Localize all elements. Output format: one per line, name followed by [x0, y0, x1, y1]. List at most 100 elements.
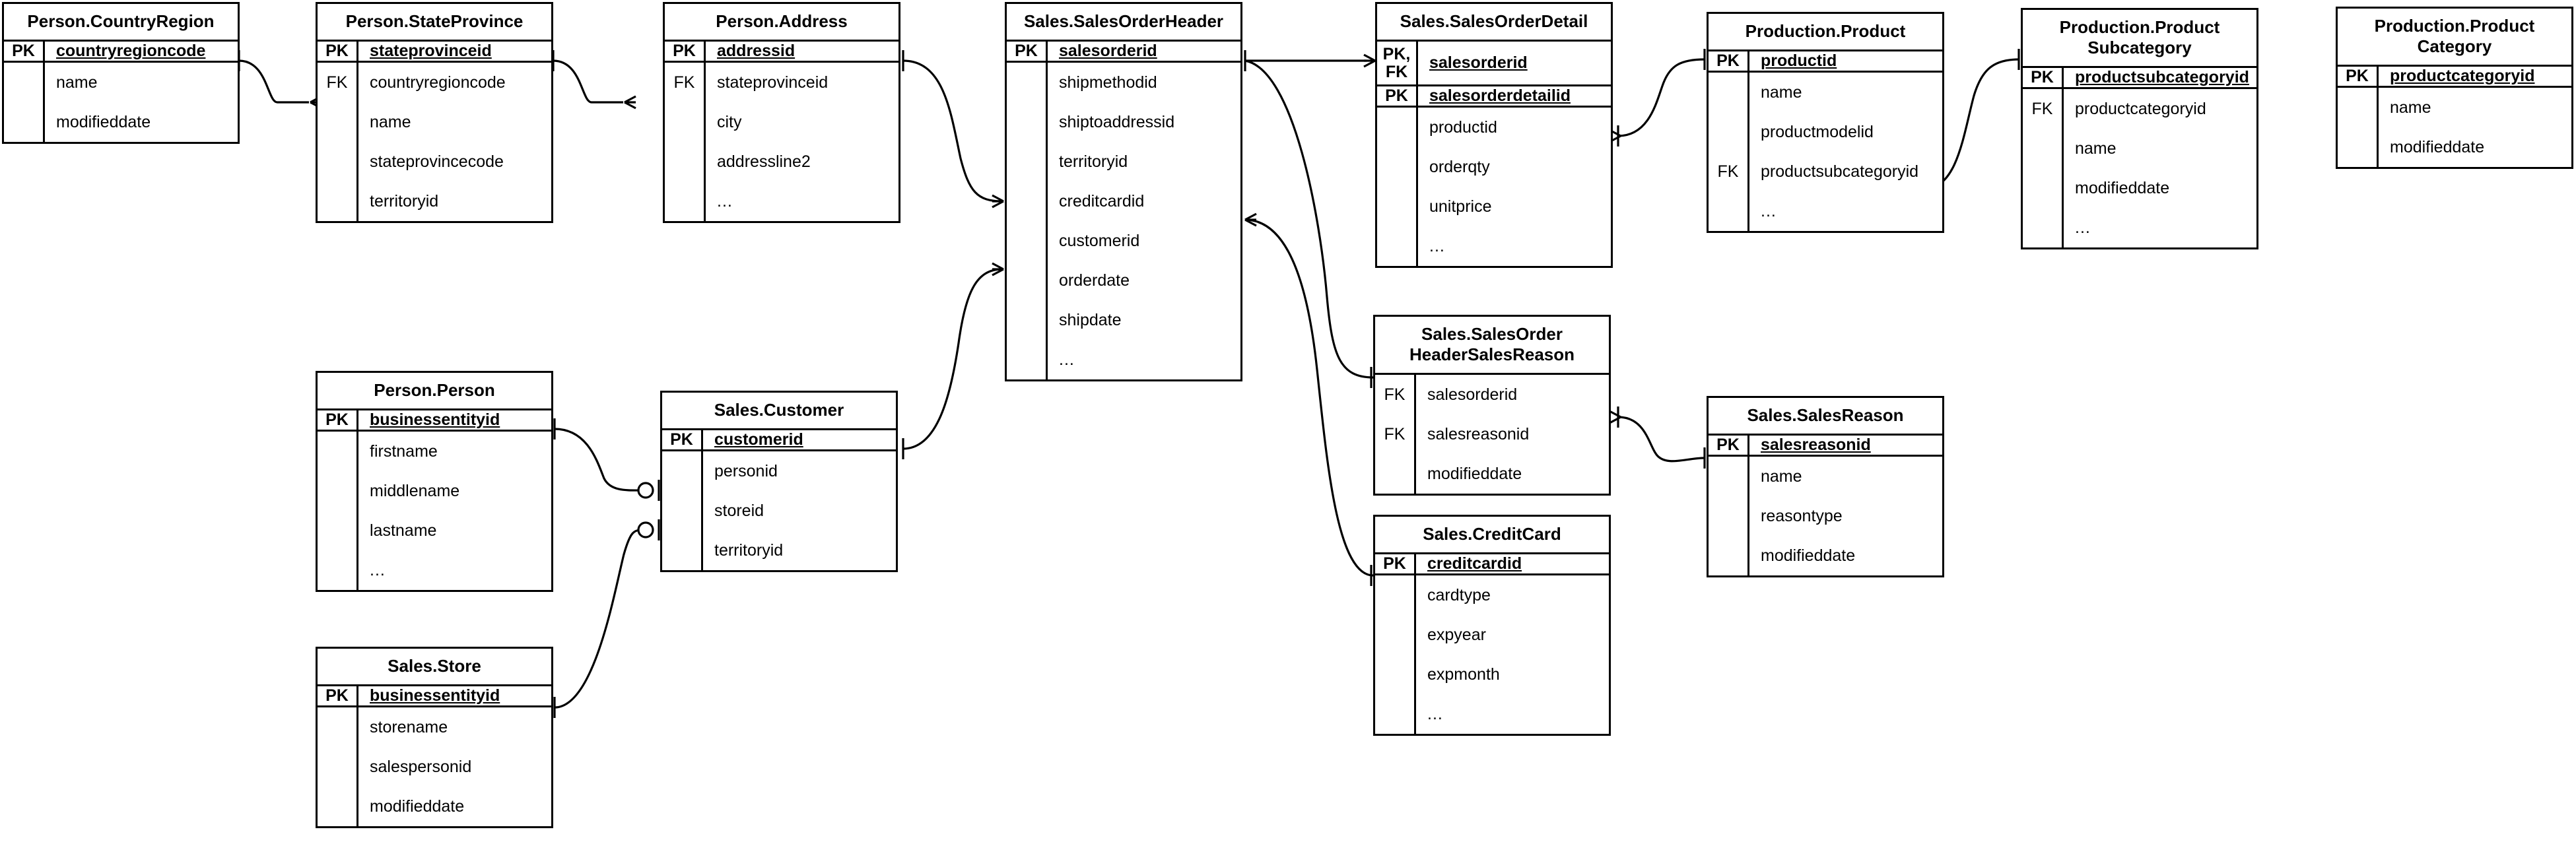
attribute-name: territoryid — [1059, 152, 1128, 171]
key-badge — [318, 707, 356, 747]
key-badge: FK — [1717, 162, 1739, 181]
key-column: FK — [1709, 73, 1749, 231]
attribute-name: reasontype — [1761, 506, 1843, 525]
key-badge — [318, 747, 356, 787]
attribute-name: name — [2390, 98, 2431, 117]
name-column: name reasontype modifieddate — [1749, 457, 1942, 575]
key-badge — [1007, 340, 1046, 379]
entity-sales-creditcard[interactable]: Sales.CreditCard PK creditcardid cardtyp… — [1373, 515, 1611, 736]
name-column: productcategoryid name modifieddate ... — [2064, 89, 2256, 247]
attribute-name: unitprice — [1429, 197, 1492, 216]
attribute-name: modifieddate — [2390, 137, 2485, 156]
attribute-name: modifieddate — [56, 112, 151, 131]
attribute-name: city — [717, 112, 742, 131]
entity-person-stateprovince[interactable]: Person.StateProvince PK stateprovinceid … — [316, 2, 553, 223]
attribute-name: modifieddate — [370, 797, 465, 816]
attribute-name: name — [1761, 82, 1802, 102]
name-column: name modifieddate — [45, 63, 238, 142]
attribute-name: countryregioncode — [56, 42, 206, 60]
key-badge — [318, 142, 356, 181]
attribute-block: FK countryregioncode name stateprovincec… — [318, 63, 551, 221]
key-badge — [1709, 73, 1747, 112]
attribute-name: creditcardid — [1059, 191, 1145, 211]
attribute-name: storename — [370, 717, 448, 736]
attribute-name: expmonth — [1427, 665, 1500, 684]
key-badge — [4, 63, 43, 102]
attribute-name: ... — [2075, 218, 2091, 237]
key-column — [318, 432, 358, 590]
attribute-name: modifieddate — [1761, 546, 1856, 565]
entity-sales-store[interactable]: Sales.Store PK businessentityid storenam… — [316, 647, 553, 828]
key-badge: PK — [2338, 67, 2379, 86]
key-badge — [1007, 221, 1046, 261]
attribute-name: stateprovinceid — [717, 73, 829, 92]
key-badge — [662, 451, 701, 491]
entity-sales-customer[interactable]: Sales.Customer PK customerid personid st… — [660, 391, 898, 572]
entity-title: Sales.CreditCard — [1375, 517, 1609, 554]
entity-person-address[interactable]: Person.Address PK addressid FK stateprov… — [663, 2, 900, 223]
attribute-row-pk: PK stateprovinceid — [318, 42, 551, 63]
attribute-name: productmodelid — [1761, 122, 1874, 141]
key-badge — [2023, 208, 2062, 247]
attribute-block: cardtype expyear expmonth ... — [1375, 575, 1609, 734]
name-column: name modifieddate — [2379, 88, 2571, 167]
attribute-row-pk: PK businessentityid — [318, 410, 551, 432]
attribute-name: orderdate — [1059, 271, 1130, 290]
key-badge — [1709, 536, 1747, 575]
key-badge — [1007, 142, 1046, 181]
attribute-name: creditcardid — [1427, 554, 1522, 573]
attribute-name: ... — [1761, 201, 1777, 220]
key-badge: PK — [2023, 68, 2064, 87]
attribute-name: productid — [1429, 117, 1497, 137]
entity-title: Production.Product Category — [2338, 9, 2571, 67]
key-column: FK — [665, 63, 706, 221]
key-badge: PK — [1375, 554, 1416, 573]
attribute-name: shipmethodid — [1059, 73, 1157, 92]
entity-sales-salesorderheader[interactable]: Sales.SalesOrderHeader PK salesorderid s… — [1005, 2, 1242, 381]
name-column: personid storeid territoryid — [703, 451, 896, 570]
key-column: FK — [318, 63, 358, 221]
attribute-row-pk: PK salesorderid — [1007, 42, 1240, 63]
attribute-name: productsubcategoryid — [2075, 68, 2249, 86]
key-badge — [665, 181, 704, 221]
attribute-name: ... — [370, 560, 386, 579]
entity-title: Sales.SalesReason — [1709, 398, 1942, 436]
key-badge — [2023, 129, 2062, 168]
entity-sales-salesreason[interactable]: Sales.SalesReason PK salesreasonid name … — [1707, 396, 1944, 577]
attribute-row-pk: PK countryregioncode — [4, 42, 238, 63]
attribute-row-pk: PK productsubcategoryid — [2023, 68, 2256, 89]
key-column — [1709, 457, 1749, 575]
key-badge: PK — [1377, 86, 1418, 106]
key-column — [1375, 575, 1416, 734]
entity-production-product[interactable]: Production.Product PK productid FK name … — [1707, 12, 1944, 233]
attribute-name: salesreasonid — [1761, 436, 1871, 454]
name-column: firstname middlename lastname ... — [358, 432, 551, 590]
attribute-block: shipmethodid shiptoaddressid territoryid… — [1007, 63, 1240, 379]
key-badge — [318, 432, 356, 471]
entity-title: Sales.SalesOrderHeader — [1007, 4, 1240, 42]
attribute-block: FK stateprovinceid city addressline2 ... — [665, 63, 898, 221]
key-badge — [1709, 112, 1747, 152]
entity-production-productcategory[interactable]: Production.Product Category PK productca… — [2336, 7, 2573, 169]
entity-sales-salesorderheadersalesreason[interactable]: Sales.SalesOrder HeaderSalesReason FK FK… — [1373, 315, 1611, 496]
attribute-name: orderqty — [1429, 157, 1490, 176]
entity-production-productsubcategory[interactable]: Production.Product Subcategory PK produc… — [2021, 8, 2258, 249]
entity-person-person[interactable]: Person.Person PK businessentityid firstn… — [316, 371, 553, 592]
attribute-row-pk: PK salesreasonid — [1709, 436, 1942, 457]
key-badge — [1375, 655, 1414, 694]
key-badge — [1007, 181, 1046, 221]
entity-sales-salesorderdetail[interactable]: Sales.SalesOrderDetail PK, FK salesorder… — [1375, 2, 1613, 268]
attribute-row-pk: PK creditcardid — [1375, 554, 1609, 575]
attribute-name: productcategoryid — [2075, 99, 2206, 118]
key-badge — [665, 142, 704, 181]
key-column — [1377, 108, 1418, 266]
key-badge — [1709, 457, 1747, 496]
attribute-name: stateprovincecode — [370, 152, 504, 171]
entity-title: Person.Person — [318, 373, 551, 410]
key-badge: PK — [1709, 436, 1749, 455]
attribute-name: salesreasonid — [1427, 424, 1530, 443]
attribute-name: territoryid — [370, 191, 439, 211]
entity-person-countryregion[interactable]: Person.CountryRegion PK countryregioncod… — [2, 2, 240, 144]
key-badge — [1709, 191, 1747, 231]
attribute-name: addressid — [717, 42, 796, 60]
